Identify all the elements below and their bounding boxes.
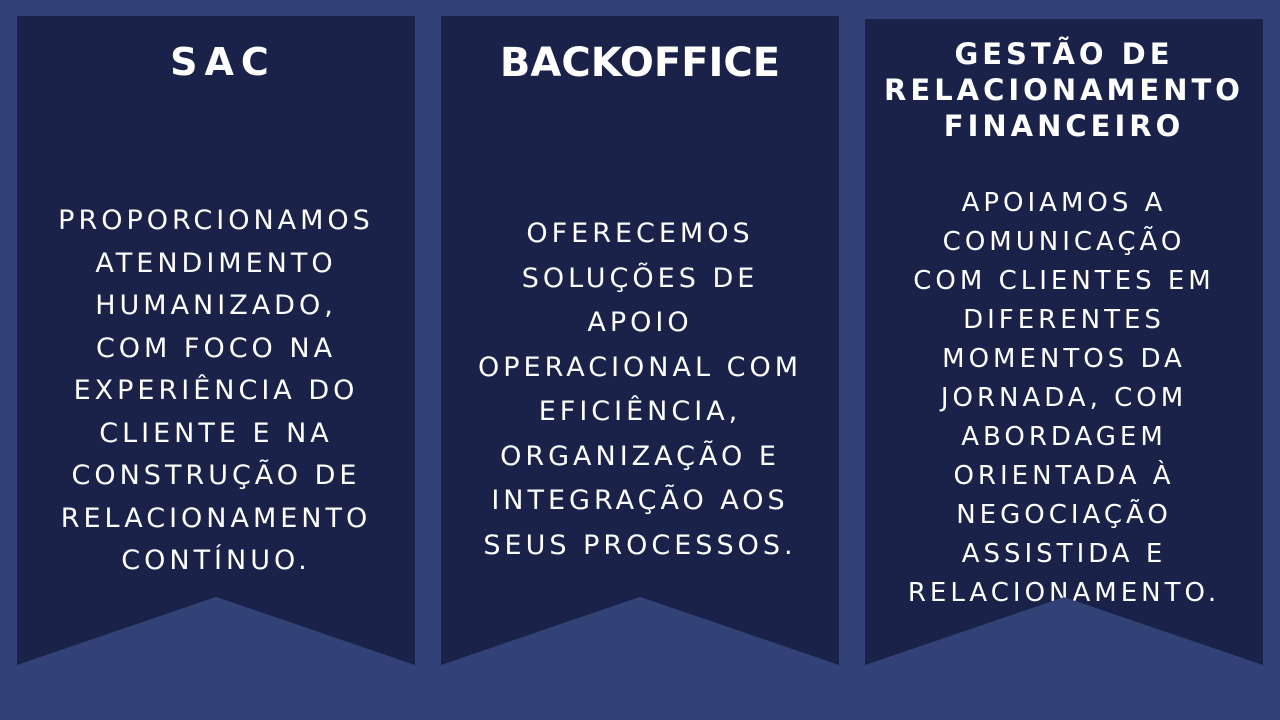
banner-title: GESTÃO DE RELACIONAMENTO FINANCEIRO [884,37,1244,143]
banner-description: PROPORCIONAMOS ATENDIMENTO HUMANIZADO, C… [58,205,374,576]
banner-sac: SAC PROPORCIONAMOS ATENDIMENTO HUMANIZAD… [17,16,415,665]
banner-backoffice: BACKOFFICE OFERECEMOS SOLUÇÕES DE APOIO … [441,16,839,665]
banner-description: OFERECEMOS SOLUÇÕES DE APOIO OPERACIONAL… [477,218,802,561]
banner-gestao-relacionamento-financeiro: GESTÃO DE RELACIONAMENTO FINANCEIRO APOI… [865,19,1263,665]
banner-description: APOIAMOS A COMUNICAÇÃO COM CLIENTES EM D… [907,188,1221,608]
banner-title: BACKOFFICE [499,40,781,86]
banner-title: SAC [170,40,276,84]
